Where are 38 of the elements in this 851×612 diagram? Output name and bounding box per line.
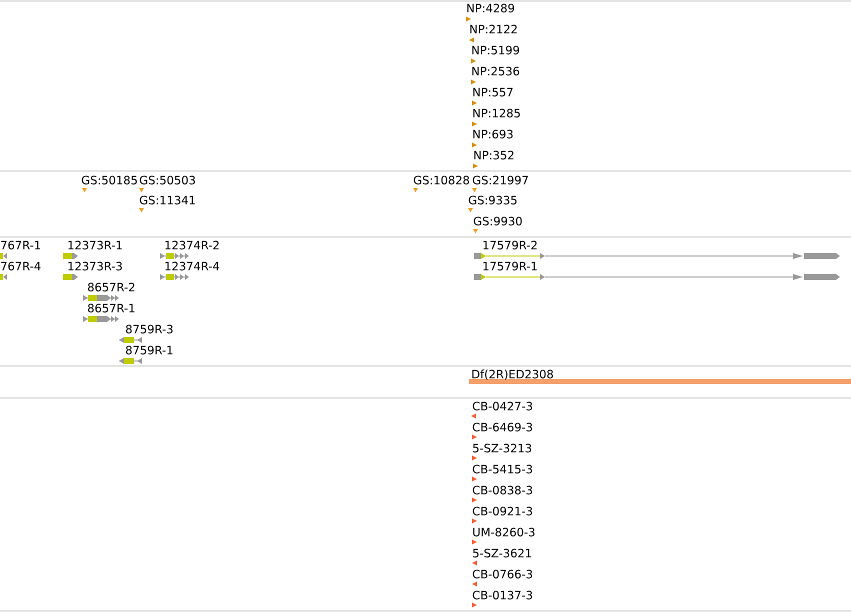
feature-label: GS:50503 xyxy=(140,176,195,184)
feature-label: NP:2536 xyxy=(472,66,520,76)
feature-label: 8759R-1 xyxy=(126,346,172,354)
feature-label: 767R-1 xyxy=(1,240,40,250)
feature-label: 12374R-2 xyxy=(165,240,219,250)
feature-label: NP:4289 xyxy=(467,4,514,12)
feature-label: GS:10828 xyxy=(414,176,470,184)
feature-label: NP:352 xyxy=(474,150,514,160)
feature-label: 8657R-1 xyxy=(88,304,134,312)
feature-label: GS:11341 xyxy=(140,196,195,204)
feature-label: 5-SZ-3213 xyxy=(473,444,532,452)
feature-label: 8657R-2 xyxy=(88,282,134,292)
feature-label: UM-8260-3 xyxy=(473,528,534,536)
feature-label: CB-0137-3 xyxy=(472,590,532,600)
feature-label: NP:557 xyxy=(473,88,513,96)
feature-label: 12374R-4 xyxy=(165,262,220,270)
feature-label: 17579R-1 xyxy=(483,262,537,270)
feature-label: GS:21997 xyxy=(472,176,528,184)
feature-label: NP:2122 xyxy=(470,24,517,34)
feature-label: NP:1285 xyxy=(473,108,520,118)
feature-label: CB-5415-3 xyxy=(472,464,532,474)
feature-label: 5-SZ-3621 xyxy=(473,548,531,558)
feature-label: 17579R-2 xyxy=(483,240,537,250)
feature-label: 8759R-3 xyxy=(126,324,173,334)
feature-label: GS:50185 xyxy=(82,176,137,184)
feature-label: CB-0427-3 xyxy=(472,402,532,410)
feature-label: 767R-4 xyxy=(1,262,40,270)
feature-label: Df(2R)ED2308 xyxy=(472,370,553,380)
feature-label: CB-0766-3 xyxy=(472,570,532,578)
feature-label: GS:9930 xyxy=(474,216,522,226)
feature-label: 12373R-3 xyxy=(68,262,122,270)
feature-label: 12373R-1 xyxy=(68,240,122,250)
feature-label: NP:693 xyxy=(473,130,513,138)
feature-label: CB-0921-3 xyxy=(472,506,532,516)
feature-label: GS:9335 xyxy=(468,196,517,204)
feature-label: CB-0838-3 xyxy=(472,486,532,494)
feature-label: NP:5199 xyxy=(472,46,520,54)
feature-label: CB-6469-3 xyxy=(472,422,532,432)
